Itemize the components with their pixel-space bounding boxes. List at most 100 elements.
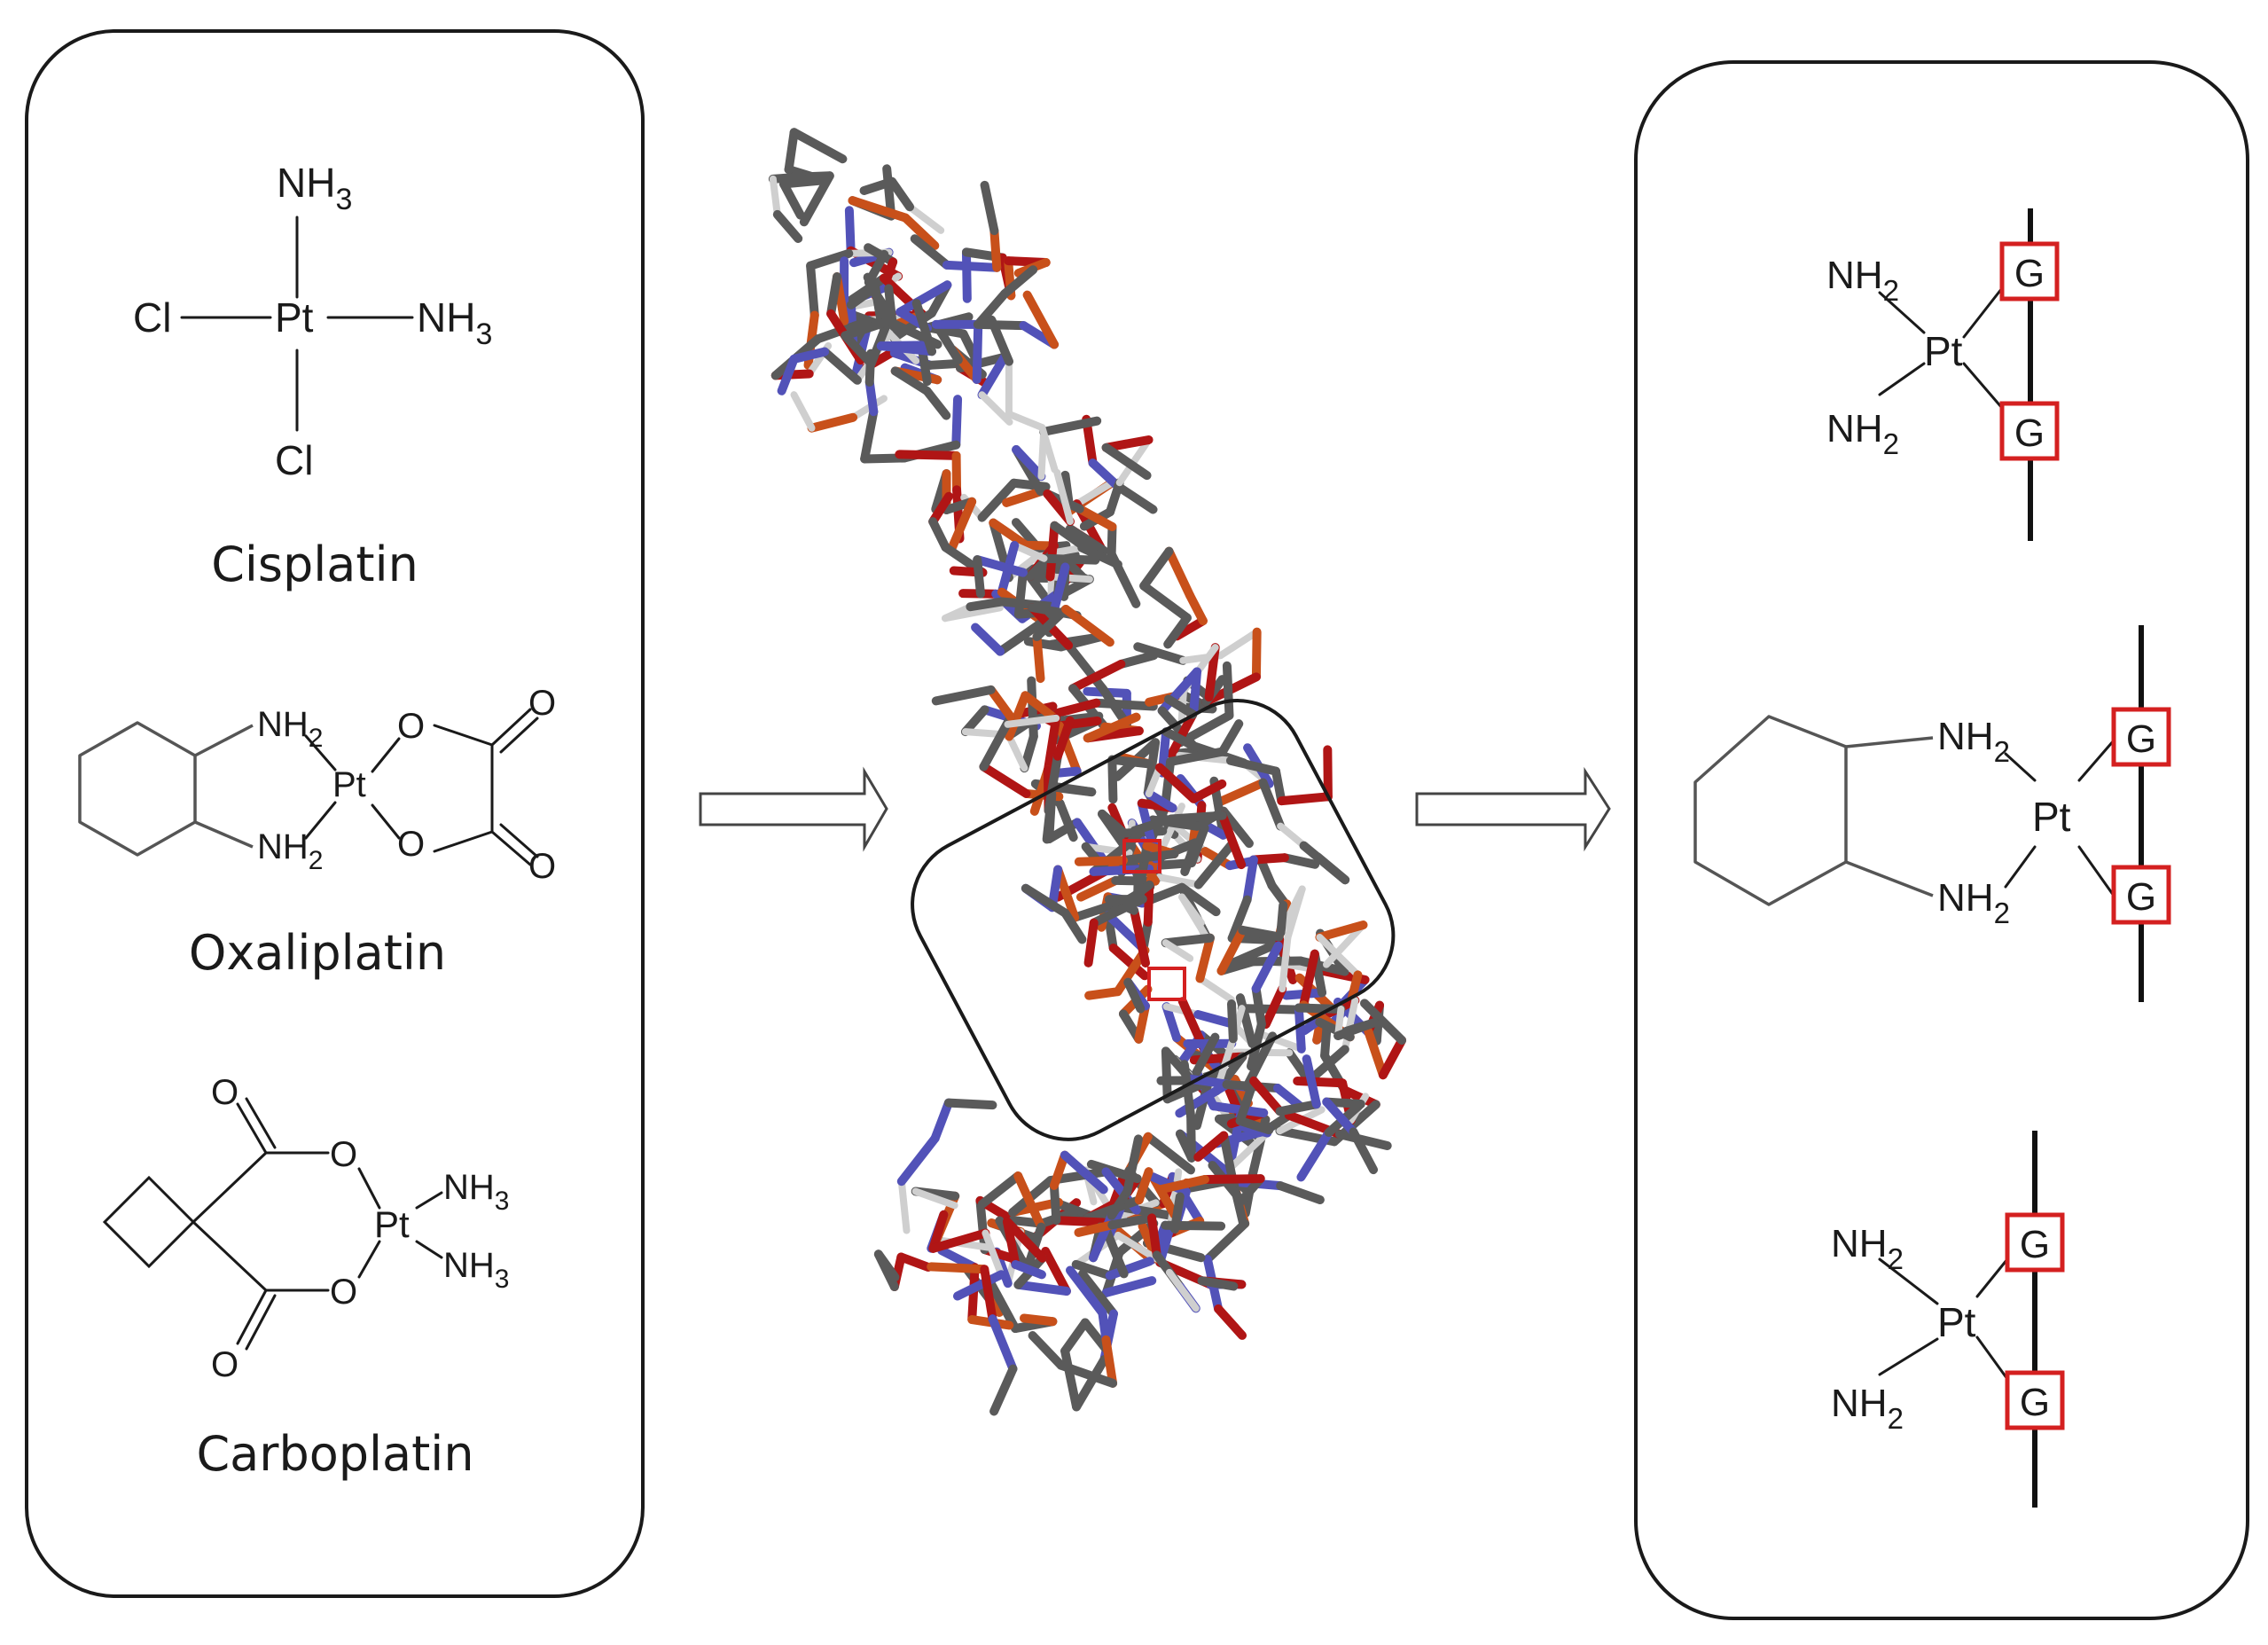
dna-bond-stick xyxy=(1248,853,1289,865)
svg-text:NH3: NH3 xyxy=(277,160,352,216)
dna-bond-stick xyxy=(1011,541,1048,562)
dna-bond-stick xyxy=(1143,880,1154,927)
dna-bond-stick xyxy=(884,284,899,342)
dna-bond-stick xyxy=(844,206,856,255)
oxaliplatin-nh2-bottom-subscript: 2 xyxy=(309,846,324,875)
guanine-box-2a xyxy=(2111,707,2171,767)
dna-bond-stick xyxy=(772,209,803,243)
dna-bond-stick xyxy=(927,1262,989,1274)
dna-bond-stick xyxy=(882,164,896,221)
dna-bond-stick xyxy=(1359,999,1407,1046)
drug-structures-panel xyxy=(25,29,645,1598)
dna-bond-stick xyxy=(1195,933,1215,983)
dna-bond-stick xyxy=(1047,632,1105,649)
dna-bond-stick xyxy=(1164,546,1195,600)
dna-bond-stick xyxy=(1295,956,1349,976)
dna-bond-stick xyxy=(1167,811,1227,824)
svg-text:NH2: NH2 xyxy=(1937,876,2010,929)
dna-bond-stick xyxy=(1002,1217,1021,1269)
carboplatin-structure: O O O O Pt NH3 NH3 Carboplatin xyxy=(102,1073,509,1482)
dna-bond-stick xyxy=(1249,1076,1285,1116)
dna-bond-stick xyxy=(960,705,989,737)
adduct-oxaliplatin: G G NH2 NH2 Pt xyxy=(1693,625,2171,1002)
dna-bond-stick xyxy=(1028,1331,1066,1370)
dna-bond-stick xyxy=(911,1187,958,1210)
dna-bond-stick xyxy=(1196,975,1235,1004)
dna-bond-stick xyxy=(1235,1076,1259,1125)
dna-bond-stick xyxy=(928,1210,949,1253)
dna-bond-stick xyxy=(1193,1010,1239,1029)
dna-bond-stick xyxy=(1119,849,1179,866)
dna-bond-stick xyxy=(1340,1085,1380,1109)
dna-bond-stick xyxy=(1053,468,1075,526)
svg-text:NH2: NH2 xyxy=(1831,1382,1904,1435)
oxaliplatin-structure: NH2 NH2 Pt O O O O Oxaliplatin xyxy=(78,684,556,981)
dna-bond-stick xyxy=(778,179,805,220)
dna-bond-stick xyxy=(977,478,1019,522)
dna-bond-stick xyxy=(1101,1276,1157,1297)
dna-bond-stick xyxy=(1049,1180,1061,1226)
dna-bond-stick xyxy=(1167,709,1198,759)
dna-bond-stick xyxy=(1143,1132,1196,1175)
dna-bond-stick xyxy=(1049,1150,1069,1190)
dna-bond-stick xyxy=(860,407,879,464)
dna-bond-stick xyxy=(806,261,819,320)
guanine-box-3b xyxy=(2005,1370,2065,1430)
dna-bond-stick xyxy=(961,247,972,303)
dna-bond-stick xyxy=(1251,941,1283,993)
dna-bond-stick xyxy=(1044,789,1057,843)
dna-bond-stick xyxy=(1217,811,1247,870)
dna-bond-stick xyxy=(1072,1355,1109,1412)
dna-bond-stick xyxy=(863,272,893,326)
dna-bond-stick xyxy=(1080,1318,1110,1353)
dna-bond-stick xyxy=(848,196,911,223)
dna-bond-stick xyxy=(1185,591,1208,626)
dna-bond-stick xyxy=(996,617,1048,656)
dna-bond-stick xyxy=(1101,435,1154,452)
adduct-cisplatin: G G NH2 NH2 Pt xyxy=(1826,208,2060,541)
dna-bond-stick xyxy=(1116,651,1159,669)
dna-bond-stick xyxy=(1039,553,1100,565)
dna-bond-stick xyxy=(1105,1257,1154,1281)
dna-bond-stick xyxy=(1032,604,1071,642)
dna-bond-stick xyxy=(978,391,1013,426)
dna-bond-stick xyxy=(910,234,951,270)
dna-bond-stick xyxy=(928,517,950,552)
dna-bond-stick xyxy=(1108,944,1149,981)
dna-bond-stick xyxy=(975,1195,989,1255)
adduct2-pt: Pt xyxy=(2032,794,2071,840)
arrow-drugs-to-dna xyxy=(699,766,888,852)
dna-bond-stick xyxy=(1213,778,1268,808)
dna-bond-stick xyxy=(979,762,1031,798)
dna-bond-stick xyxy=(1179,1060,1196,1122)
guanine-box-2b xyxy=(2111,865,2171,925)
dna-bond-stick xyxy=(1285,1048,1314,1085)
dna-bond-stick xyxy=(1130,905,1151,967)
dna-bond-stick xyxy=(1077,1269,1118,1319)
dna-bond-stick xyxy=(789,128,848,164)
dna-bond-stick xyxy=(1251,983,1266,1029)
dna-bond-stick xyxy=(1193,840,1236,889)
dna-bond-stick xyxy=(1299,841,1350,885)
guanine-box-3a xyxy=(2005,1212,2065,1273)
dna-bond-stick xyxy=(972,319,983,384)
dna-bond-stick xyxy=(1293,1077,1348,1088)
cisplatin-nh3-top: NH xyxy=(277,160,335,206)
crosslink-highlight-frame xyxy=(911,699,1396,1141)
dna-bond-stick xyxy=(1013,1280,1071,1296)
dna-bond-stick xyxy=(1251,627,1262,682)
dna-bond-stick xyxy=(784,128,799,175)
dna-bond-stick xyxy=(1064,640,1108,694)
dna-bond-stick xyxy=(1049,562,1070,616)
dna-bond-stick xyxy=(864,243,898,267)
dna-bond-stick xyxy=(1323,921,1367,968)
adduct3-pt: Pt xyxy=(1937,1299,1976,1345)
cisplatin-nh3-right-subscript: 3 xyxy=(475,317,492,351)
guanine-label-3b: G xyxy=(2020,1381,2050,1424)
dna-bond-stick xyxy=(1316,933,1362,979)
dna-bond-stick xyxy=(1235,1116,1274,1135)
dna-bond-stick xyxy=(1227,999,1238,1044)
dna-bond-stick xyxy=(1197,1276,1239,1291)
dna-bond-stick xyxy=(1139,546,1174,591)
